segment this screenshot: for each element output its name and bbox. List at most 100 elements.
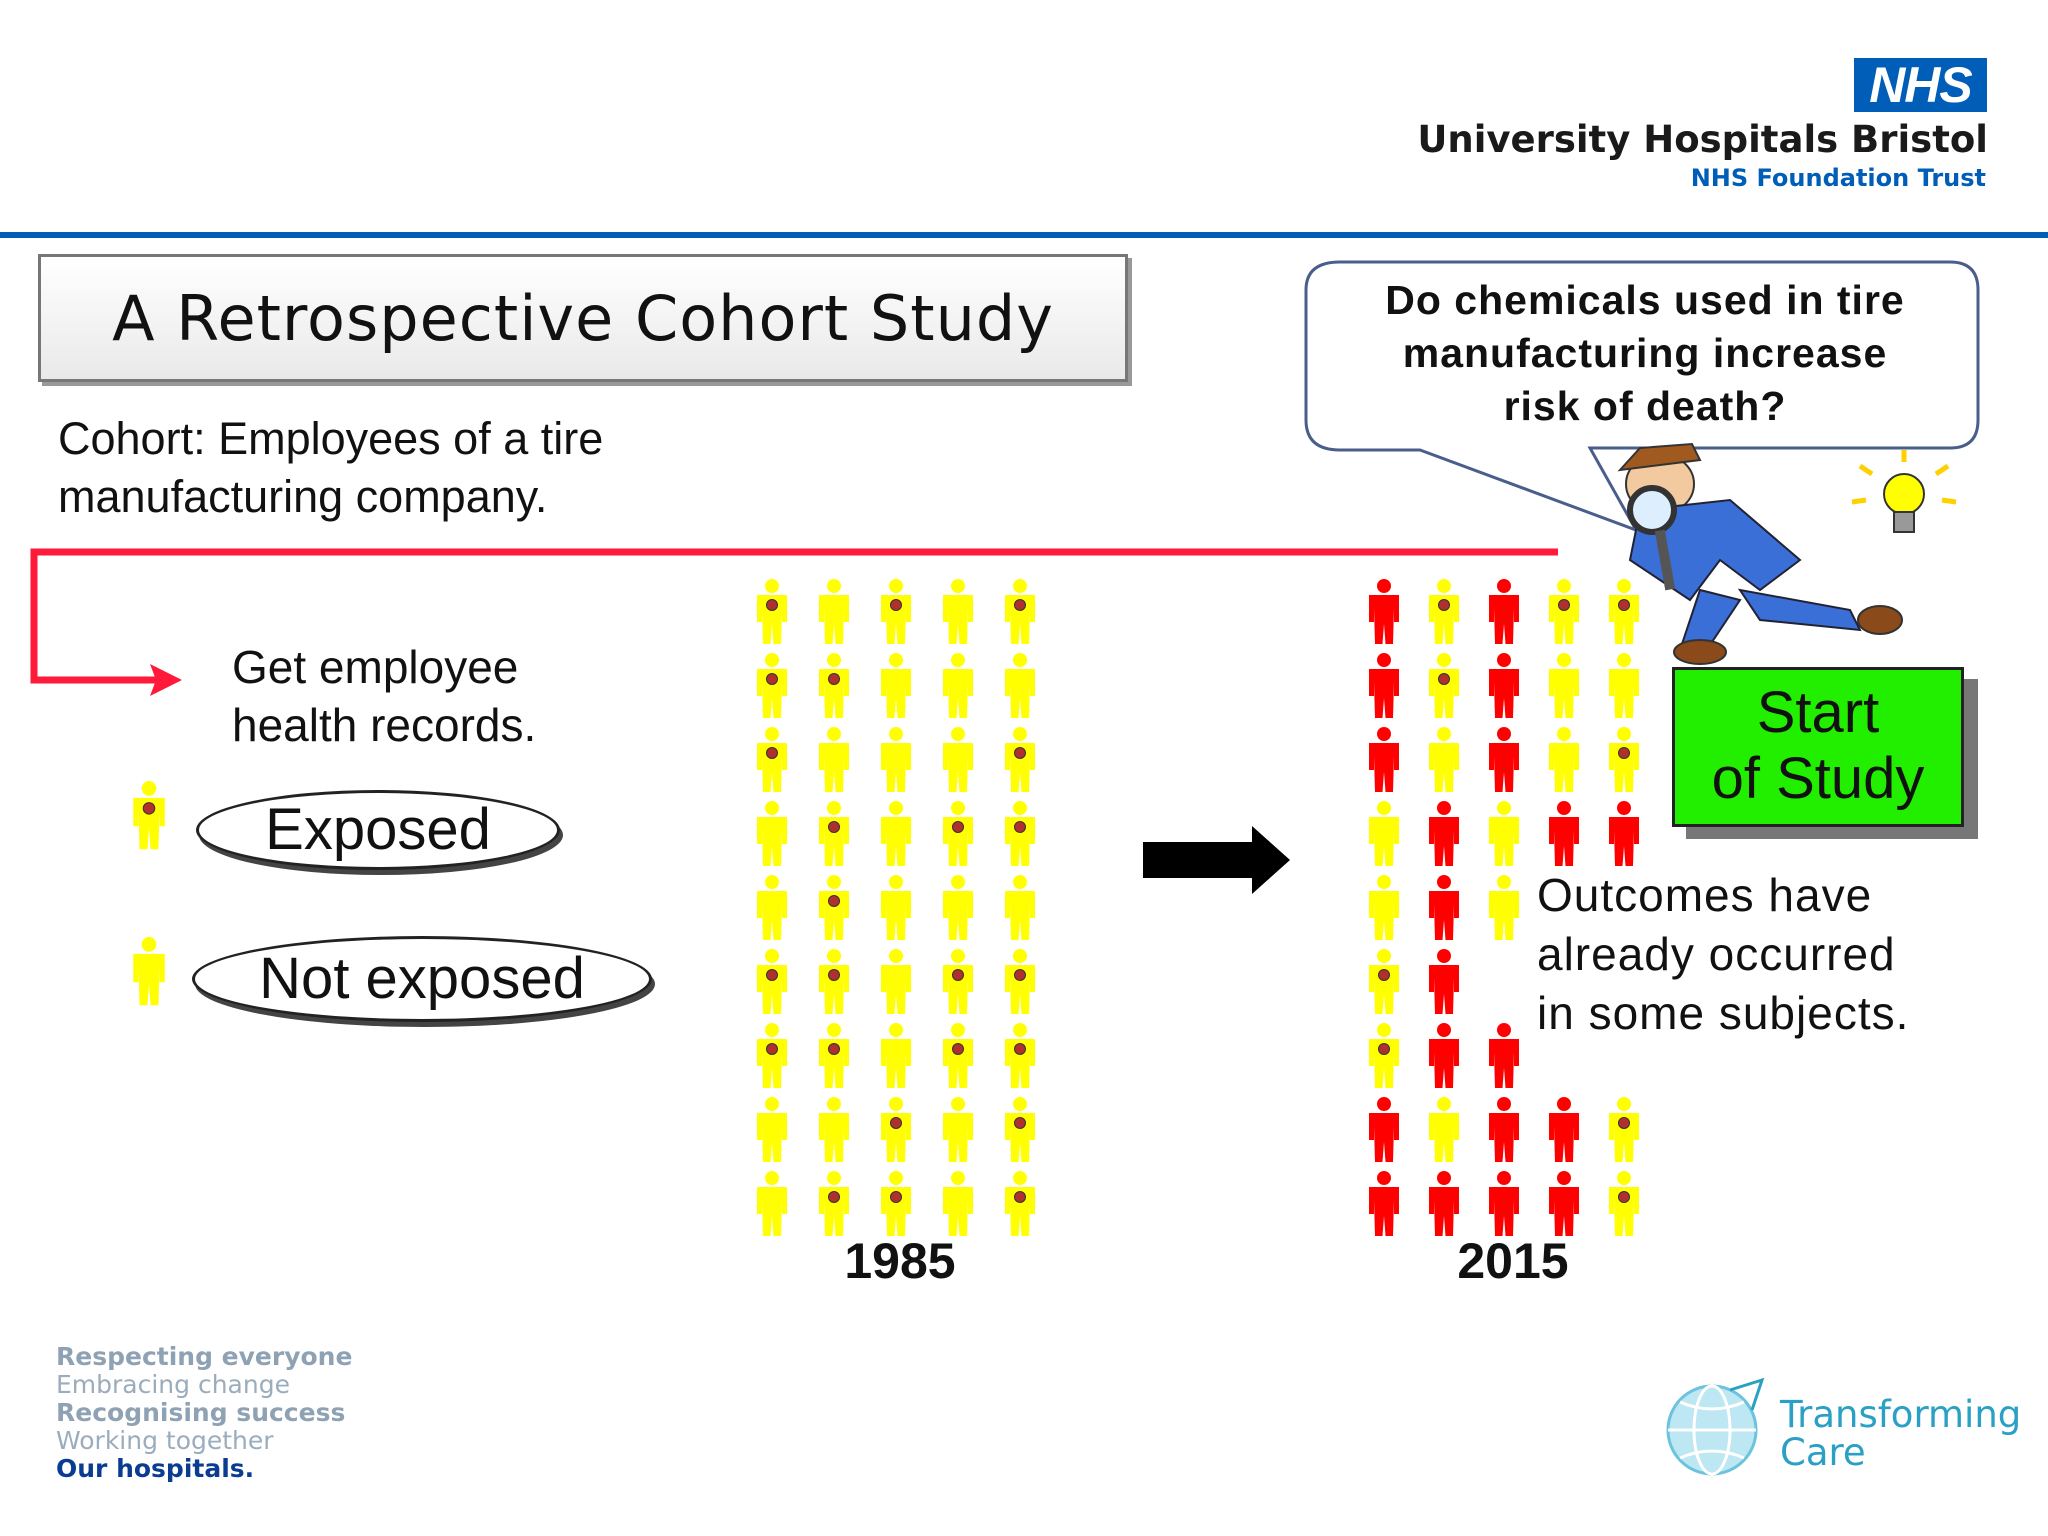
cohort-2015-person-figure [1369, 1171, 1399, 1236]
cohort-2015-person-figure [1369, 579, 1399, 644]
cohort-1985-person-figure [943, 875, 973, 940]
cohort-2015-person-figure [1369, 875, 1399, 940]
cohort-1985-person-figure [819, 801, 849, 866]
value-item: Working together [56, 1426, 274, 1455]
cohort-2015-person-figure [1369, 653, 1399, 718]
timeline-arrowhead [150, 664, 182, 696]
cohort-2015-person-figure [1489, 1097, 1519, 1162]
cohort-line-1: Cohort: Employees of a tire [58, 413, 604, 464]
cohort-2015-person-figure [1429, 1023, 1459, 1088]
records-line-1: Get employee [232, 641, 519, 693]
cohort-1985-person-figure [943, 579, 973, 644]
cohort-1985-person-figure [1005, 1171, 1035, 1236]
cohort-2015-person-figure [1369, 801, 1399, 866]
value-item: Recognising success [56, 1398, 346, 1427]
cohort-1985-person-figure [757, 727, 787, 792]
cohort-1985-person-figure [819, 875, 849, 940]
cohort-1985-person-figure [943, 801, 973, 866]
speech-bubble [1304, 260, 1980, 533]
cohort-1985-person-figure [881, 949, 911, 1014]
transforming-care-logo: Transforming Care [1780, 1396, 2021, 1472]
legend-exposed-label: Exposed [196, 790, 560, 870]
cohort-grid-2015 [1369, 579, 1639, 1236]
cohort-1985-person-figure [943, 1171, 973, 1236]
header-divider [0, 232, 2048, 238]
cohort-2015-person-figure [1429, 949, 1459, 1014]
cohort-2015-person-figure [1489, 875, 1519, 940]
cohort-2015-person-figure [1489, 1171, 1519, 1236]
detective-illustration [1617, 442, 1903, 665]
records-line-2: health records. [232, 699, 537, 751]
cohort-1985-person-figure [757, 1023, 787, 1088]
cohort-1985-person-figure [757, 801, 787, 866]
cohort-grid-1985 [757, 579, 1035, 1236]
timeline-line [30, 548, 1558, 684]
cohort-2015-person-figure [1429, 579, 1459, 644]
lightbulb-icon [1851, 450, 1957, 533]
cohort-1985-person-figure [819, 1097, 849, 1162]
values-list: Respecting everyone Embracing change Rec… [56, 1343, 352, 1483]
cohort-2015-person-figure [1609, 1097, 1639, 1162]
cohort-1985-person-figure [1005, 949, 1035, 1014]
cohort-2015-person-figure [1609, 653, 1639, 718]
cohort-1985-person-figure [943, 949, 973, 1014]
cohort-1985-person-figure [881, 1171, 911, 1236]
cohort-2015-person-figure [1369, 727, 1399, 792]
cohort-2015-person-figure [1429, 727, 1459, 792]
cohort-1985-person-figure [757, 1171, 787, 1236]
legend-exposed-figure-icon [133, 781, 165, 850]
start-line-2: of Study [1711, 746, 1925, 811]
cohort-2015-person-figure [1489, 727, 1519, 792]
outcomes-line-3: in some subjects. [1537, 987, 1910, 1039]
nhs-logo: NHS [1854, 58, 1987, 112]
cohort-2015-person-figure [1609, 579, 1639, 644]
cohort-2015-person-figure [1549, 1097, 1579, 1162]
cohort-description: Cohort: Employees of a tire manufacturin… [58, 410, 818, 526]
cohort-1985-person-figure [881, 727, 911, 792]
slide-title: A Retrospective Cohort Study [38, 254, 1128, 382]
cohort-2015-person-figure [1429, 653, 1459, 718]
cohort-2015-person-figure [1369, 1097, 1399, 1162]
outcomes-line-2: already occurred [1537, 928, 1896, 980]
cohort-1985-person-figure [1005, 727, 1035, 792]
cohort-2015-person-figure [1549, 801, 1579, 866]
globe-icon [1666, 1377, 1765, 1476]
question-line-1: Do chemicals used in tire [1385, 277, 1905, 323]
transforming-line-2: Care [1780, 1431, 1866, 1474]
cohort-1985-person-figure [819, 653, 849, 718]
cohort-1985-person-figure [1005, 1097, 1035, 1162]
cohort-2015-person-figure [1429, 1097, 1459, 1162]
cohort-2015-person-figure [1429, 875, 1459, 940]
cohort-2015-person-figure [1549, 653, 1579, 718]
cohort-2015-person-figure [1369, 1023, 1399, 1088]
org-subtitle: NHS Foundation Trust [1690, 164, 1986, 192]
cohort-1985-person-figure [1005, 1023, 1035, 1088]
cohort-1985-person-figure [819, 1171, 849, 1236]
legend-not-exposed-person [133, 937, 165, 1006]
year-label-2015: 2015 [1457, 1233, 1569, 1289]
cohort-2015-person-figure [1489, 1023, 1519, 1088]
cohort-1985-person-figure [943, 1097, 973, 1162]
org-name: University Hospitals Bristol [1417, 118, 1988, 161]
transforming-line-1: Transforming [1780, 1393, 2022, 1436]
cohort-1985-person-figure [881, 653, 911, 718]
legend-not-exposed-figure-icon [133, 937, 165, 1006]
cohort-1985-person-figure [1005, 579, 1035, 644]
outcomes-note: Outcomes have already occurred in some s… [1537, 866, 2007, 1043]
value-item: Respecting everyone [56, 1342, 353, 1371]
cohort-2015-person-figure [1369, 949, 1399, 1014]
cohort-1985-person-figure [1005, 653, 1035, 718]
cohort-2015-person-figure [1489, 579, 1519, 644]
cohort-2015-person-figure [1609, 1171, 1639, 1236]
start-line-1: Start [1756, 680, 1880, 745]
cohort-2015-person-figure [1489, 653, 1519, 718]
cohort-2015-person-figure [1489, 801, 1519, 866]
cohort-1985-person-figure [943, 1023, 973, 1088]
cohort-line-2: manufacturing company. [58, 471, 548, 522]
cohort-1985-person-figure [757, 875, 787, 940]
question-line-2: manufacturing increase [1402, 330, 1888, 376]
cohort-1985-person-figure [757, 949, 787, 1014]
cohort-2015-person-figure [1429, 1171, 1459, 1236]
cohort-1985-person-figure [819, 1023, 849, 1088]
